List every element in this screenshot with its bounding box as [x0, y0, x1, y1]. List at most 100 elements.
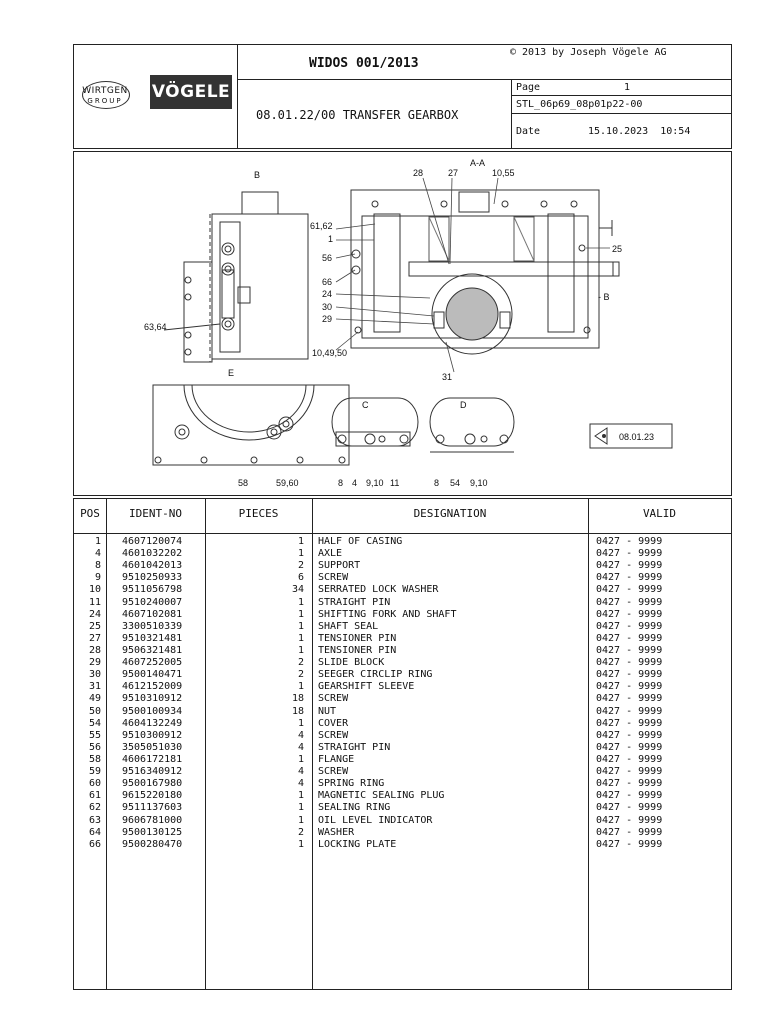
cell-pieces: 2 — [297, 560, 304, 572]
cell-pos: 64 — [88, 826, 101, 838]
cell-pos: 55 — [88, 729, 101, 741]
svg-text:31: 31 — [442, 372, 452, 382]
cell-ident: 9510240007 — [122, 596, 183, 608]
cell-pieces: 18 — [291, 693, 304, 705]
cell-pos: 9 — [94, 572, 101, 584]
cell-pos: 31 — [88, 681, 101, 693]
cell-valid: 0427 - 9999 — [596, 608, 663, 620]
cell-valid: 0427 - 9999 — [596, 572, 663, 584]
cell-pieces: 1 — [297, 681, 304, 693]
cell-pos: 8 — [94, 560, 101, 572]
cell-designation: SHIFTING FORK AND SHAFT — [318, 608, 457, 620]
cell-pieces: 1 — [297, 644, 304, 656]
svg-text:8: 8 — [434, 478, 439, 488]
cell-pieces: 1 — [297, 620, 304, 632]
table-row: 62 9511137603 1 SEALING RING 0427 - 9999 — [74, 802, 731, 814]
svg-text:56: 56 — [322, 253, 332, 263]
svg-text:66: 66 — [322, 277, 332, 287]
col-header-ident: IDENT-NO — [129, 507, 182, 520]
svg-text:58: 58 — [238, 478, 248, 488]
cell-valid: 0427 - 9999 — [596, 766, 663, 778]
vogele-logo: VÖGELE — [150, 75, 232, 109]
cell-pos: 60 — [88, 778, 101, 790]
logo-area: WIRTGEN GROUP VÖGELE — [74, 45, 238, 148]
cell-designation: AXLE — [318, 548, 343, 560]
cell-valid: 0427 - 9999 — [596, 632, 663, 644]
cell-ident: 9511056798 — [122, 584, 183, 596]
cell-pos: 63 — [88, 814, 101, 826]
exploded-drawing: B A-A 28 27 10,55 61,62 1 56 66 24 30 29… — [73, 151, 732, 496]
svg-text:9,10: 9,10 — [366, 478, 384, 488]
reference-marker — [589, 423, 673, 449]
cell-ident: 3505051030 — [122, 741, 183, 753]
cell-designation: TENSIONER PIN — [318, 644, 397, 656]
col-header-valid: VALID — [642, 507, 677, 520]
cell-ident: 3300510339 — [122, 620, 183, 632]
cell-pos: 10 — [88, 584, 101, 596]
cell-pos: 66 — [88, 838, 101, 850]
cell-designation: OIL LEVEL INDICATOR — [318, 814, 433, 826]
page-number: 1 — [624, 82, 631, 93]
cell-valid: 0427 - 9999 — [596, 560, 663, 572]
view-e — [152, 384, 350, 466]
side-view-b — [163, 191, 309, 363]
cell-designation: WASHER — [318, 826, 355, 838]
cell-designation: SCREW — [318, 729, 349, 741]
cell-ident: 9510310912 — [122, 693, 183, 705]
cell-ident: 9511137603 — [122, 802, 183, 814]
stl-code: STL_06p69_08p01p22-00 — [516, 99, 643, 110]
cell-valid: 0427 - 9999 — [596, 729, 663, 741]
cell-pos: 11 — [88, 596, 101, 608]
cell-valid: 0427 - 9999 — [596, 802, 663, 814]
svg-text:10,55: 10,55 — [492, 168, 515, 178]
cell-designation: FLANGE — [318, 753, 355, 765]
cell-designation: SHAFT SEAL — [318, 620, 379, 632]
cell-ident: 9516340912 — [122, 766, 183, 778]
col-header-designation: DESIGNATION — [413, 507, 487, 520]
cell-valid: 0427 - 9999 — [596, 669, 663, 681]
cell-pieces: 2 — [297, 669, 304, 681]
cell-pieces: 1 — [297, 802, 304, 814]
cell-pieces: 2 — [297, 826, 304, 838]
svg-text:24: 24 — [322, 289, 332, 299]
cell-designation: SEALING RING — [318, 802, 391, 814]
cell-designation: SUPPORT — [318, 560, 361, 572]
cell-pos: 25 — [88, 620, 101, 632]
cell-pos: 62 — [88, 802, 101, 814]
cell-pos: 59 — [88, 766, 101, 778]
cell-pos: 54 — [88, 717, 101, 729]
cell-pieces: 6 — [297, 572, 304, 584]
cell-designation: SERRATED LOCK WASHER — [318, 584, 439, 596]
cell-pos: 50 — [88, 705, 101, 717]
svg-text:A-A: A-A — [470, 158, 485, 168]
svg-text:29: 29 — [322, 314, 332, 324]
cell-pos: 24 — [88, 608, 101, 620]
svg-text:61,62: 61,62 — [310, 221, 333, 231]
cell-ident: 9510300912 — [122, 729, 183, 741]
cell-pieces: 18 — [291, 705, 304, 717]
cell-pieces: 4 — [297, 766, 304, 778]
cell-pos: 27 — [88, 632, 101, 644]
cell-pieces: 1 — [297, 814, 304, 826]
copyright: © 2013 by Joseph Vögele AG — [510, 47, 667, 58]
col-header-pos: POS — [80, 507, 100, 520]
cell-ident: 4601042013 — [122, 560, 183, 572]
cell-ident: 9500167980 — [122, 778, 183, 790]
cell-ident: 4607102081 — [122, 608, 183, 620]
svg-text:63,64: 63,64 — [144, 322, 167, 332]
svg-text:54: 54 — [450, 478, 460, 488]
svg-text:8: 8 — [338, 478, 343, 488]
svg-text:E: E — [228, 368, 234, 378]
